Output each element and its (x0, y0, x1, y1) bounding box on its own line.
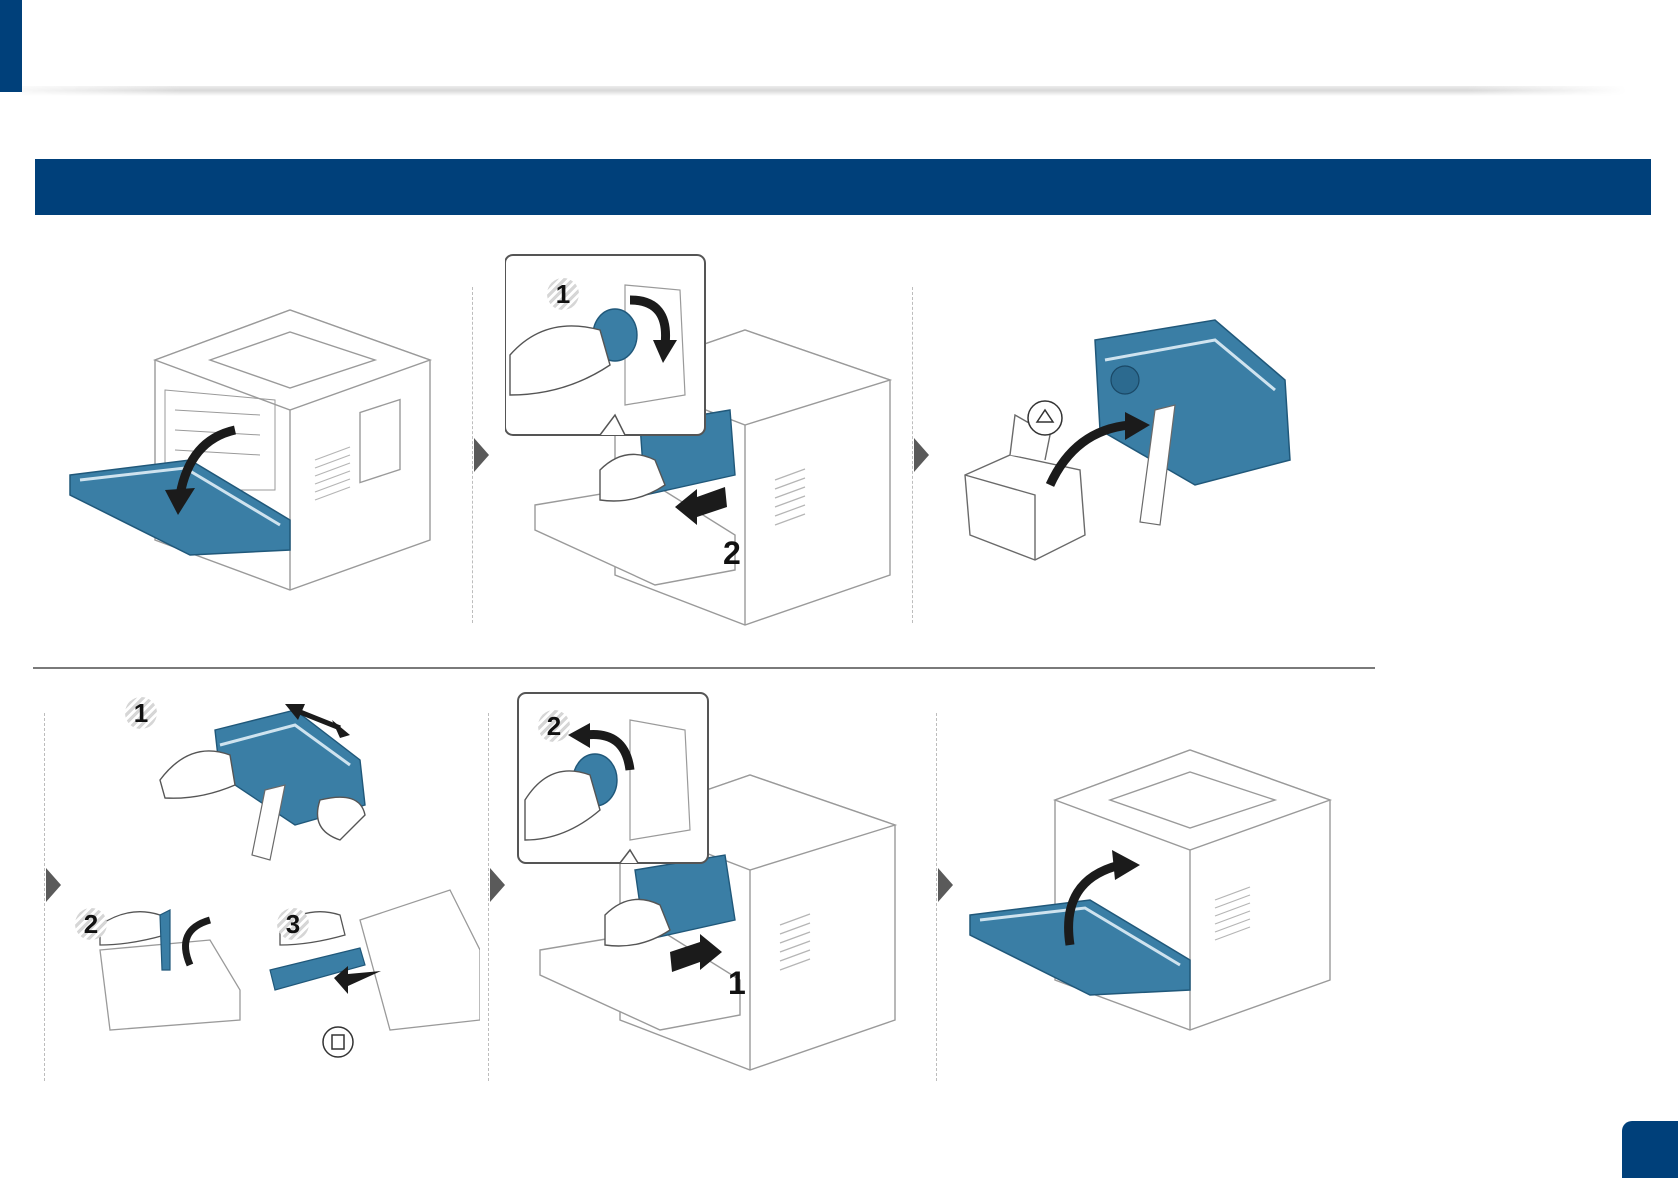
section-title-bar (35, 159, 1651, 215)
step-separator (912, 287, 913, 623)
callout-number: 1 (125, 697, 157, 729)
recycle-icon (1028, 401, 1062, 435)
printer-insert-cartridge-illustration (510, 690, 910, 1080)
step-unpack-new-cartridge (955, 310, 1335, 600)
header-corner-tab (0, 0, 22, 92)
printer-open-cover-illustration (60, 290, 460, 610)
step-separator (936, 713, 937, 1081)
step-remove-cartridge: 1 2 (505, 245, 905, 635)
trash-icon (323, 1027, 353, 1057)
printer-close-cover-illustration (960, 720, 1360, 1050)
cartridge-unpack-illustration (955, 310, 1335, 600)
step-arrow-icon (46, 868, 61, 902)
step-separator (44, 713, 45, 1081)
step-open-cover (60, 290, 460, 610)
step-arrow-icon (490, 868, 505, 902)
step-arrow-icon (474, 438, 489, 472)
section-divider (33, 667, 1375, 669)
page-number-tab (1622, 1121, 1678, 1178)
header-divider (22, 86, 1627, 96)
callout-number: 2 (723, 535, 741, 572)
step-separator (488, 713, 489, 1081)
step-shake-and-peel: 1 2 3 (70, 690, 480, 1080)
callout-number: 2 (75, 908, 107, 940)
step-separator (472, 287, 473, 623)
callout-number: 1 (547, 278, 579, 310)
callout-number: 3 (277, 908, 309, 940)
callout-number: 2 (538, 710, 570, 742)
step-close-cover (960, 720, 1360, 1050)
callout-number: 1 (728, 965, 746, 1002)
cartridge-shake-peel-illustration (70, 690, 480, 1080)
step-insert-cartridge: 2 1 (510, 690, 910, 1080)
step-arrow-icon (938, 868, 953, 902)
step-arrow-icon (914, 438, 929, 472)
